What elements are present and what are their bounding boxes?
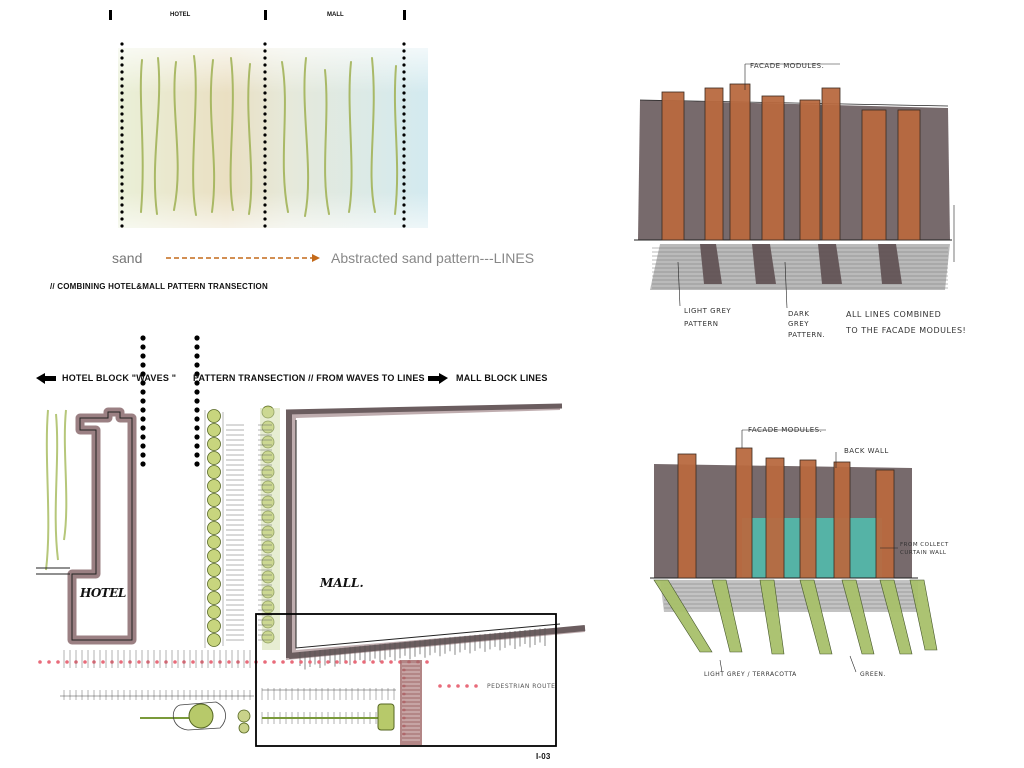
light-grey-label-top-2: PATTERN	[684, 320, 719, 328]
hotel-handwritten-label: HOTEL	[80, 586, 126, 600]
pattern-transection-label: PATTERN TRANSECTION // FROM WAVES TO LIN…	[193, 373, 425, 383]
tick-mark-left	[109, 10, 112, 20]
mall-block-lines-label: MALL BLOCK LINES	[456, 373, 548, 383]
facade-modules-label-bottom: FACADE MODULES.	[748, 426, 823, 434]
to-facade-modules-note: TO THE FACADE MODULES!	[846, 326, 967, 335]
tick-mark-right	[403, 10, 406, 20]
sand-word: sand	[112, 250, 143, 266]
sheet-number: I-03	[536, 752, 551, 761]
green-label: GREEN.	[860, 671, 886, 678]
dark-grey-label-2: GREY	[788, 320, 809, 328]
combining-caption: // COMBINING HOTEL&MALL PATTERN TRANSECT…	[50, 282, 268, 291]
back-wall-label: BACK WALL	[844, 447, 889, 455]
facade-modules-label-top: FACADE MODULES.	[750, 62, 825, 70]
mall-column-label: MALL	[327, 12, 344, 18]
mall-handwritten-label: MALL.	[320, 576, 364, 590]
dark-grey-label-3: PATTERN.	[788, 331, 826, 339]
curtain-wall-label-1: FROM COLLECT	[900, 542, 949, 548]
pedestrian-route-label: PEDESTRIAN ROUTE	[487, 683, 556, 690]
curtain-wall-label-2: CURTAIN WALL	[900, 550, 947, 556]
abstracted-sand-pattern-text: Abstracted sand pattern---LINES	[331, 250, 535, 266]
hotel-column-label: HOTEL	[170, 12, 191, 18]
dark-grey-label-1: DARK	[788, 310, 810, 318]
tick-mark-middle	[264, 10, 267, 20]
light-grey-label-top-1: LIGHT GREY	[684, 307, 732, 315]
light-grey-terracotta-label: LIGHT GREY / TERRACOTTA	[704, 671, 797, 678]
all-lines-combined-note: ALL LINES COMBINED	[846, 310, 942, 319]
hotel-block-waves-label: HOTEL BLOCK "WAVES "	[62, 373, 177, 383]
